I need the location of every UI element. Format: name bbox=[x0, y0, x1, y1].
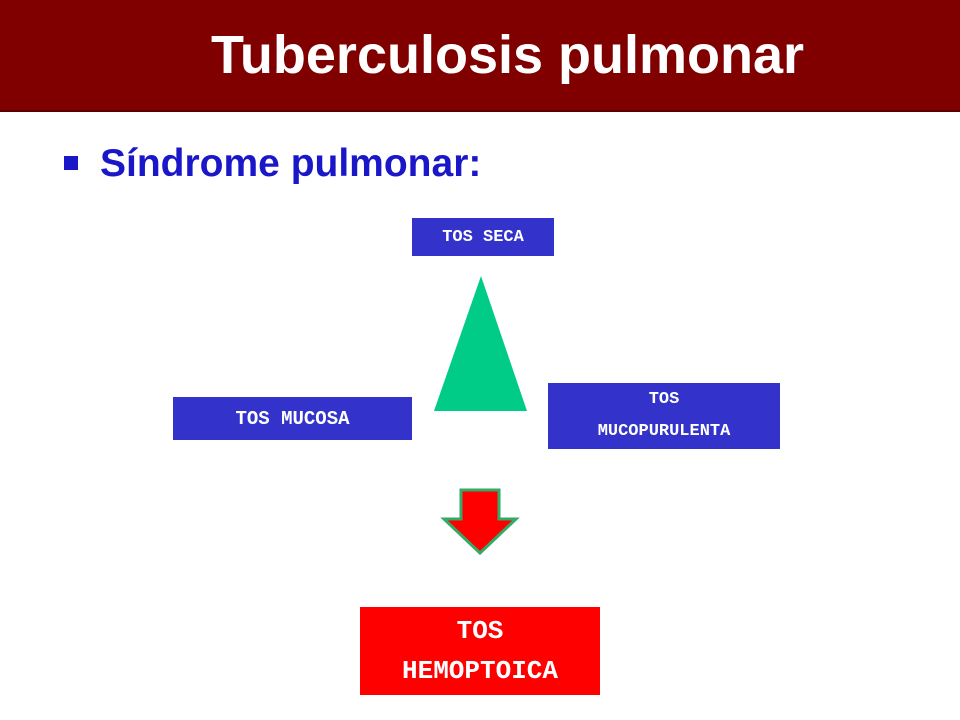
green-triangle bbox=[434, 276, 527, 411]
box-tos-mucosa: TOS MUCOSA bbox=[173, 397, 412, 440]
down-arrow-icon bbox=[440, 488, 520, 556]
subtitle: Síndrome pulmonar: bbox=[100, 141, 482, 185]
box-tos-seca-label: TOS SECA bbox=[442, 227, 524, 247]
box-tos-mucopurulenta-line2: MUCOPURULENTA bbox=[597, 422, 731, 441]
square-bullet-icon bbox=[64, 156, 78, 170]
bullet-item: Síndrome pulmonar: bbox=[64, 138, 481, 188]
box-tos-seca: TOS SECA bbox=[412, 218, 554, 256]
box-tos-mucopurulenta: TOS MUCOPURULENTA bbox=[548, 383, 780, 449]
box-tos-mucosa-label: TOS MUCOSA bbox=[235, 407, 350, 430]
box-tos-hemoptoica-line1: TOS bbox=[456, 616, 504, 646]
title-bar: Tuberculosis pulmonar bbox=[0, 0, 960, 112]
box-tos-hemoptoica: TOS HEMOPTOICA bbox=[360, 607, 600, 695]
box-tos-hemoptoica-line2: HEMOPTOICA bbox=[401, 656, 559, 686]
box-tos-mucopurulenta-line1: TOS bbox=[648, 390, 680, 409]
page-title: Tuberculosis pulmonar bbox=[210, 25, 805, 85]
